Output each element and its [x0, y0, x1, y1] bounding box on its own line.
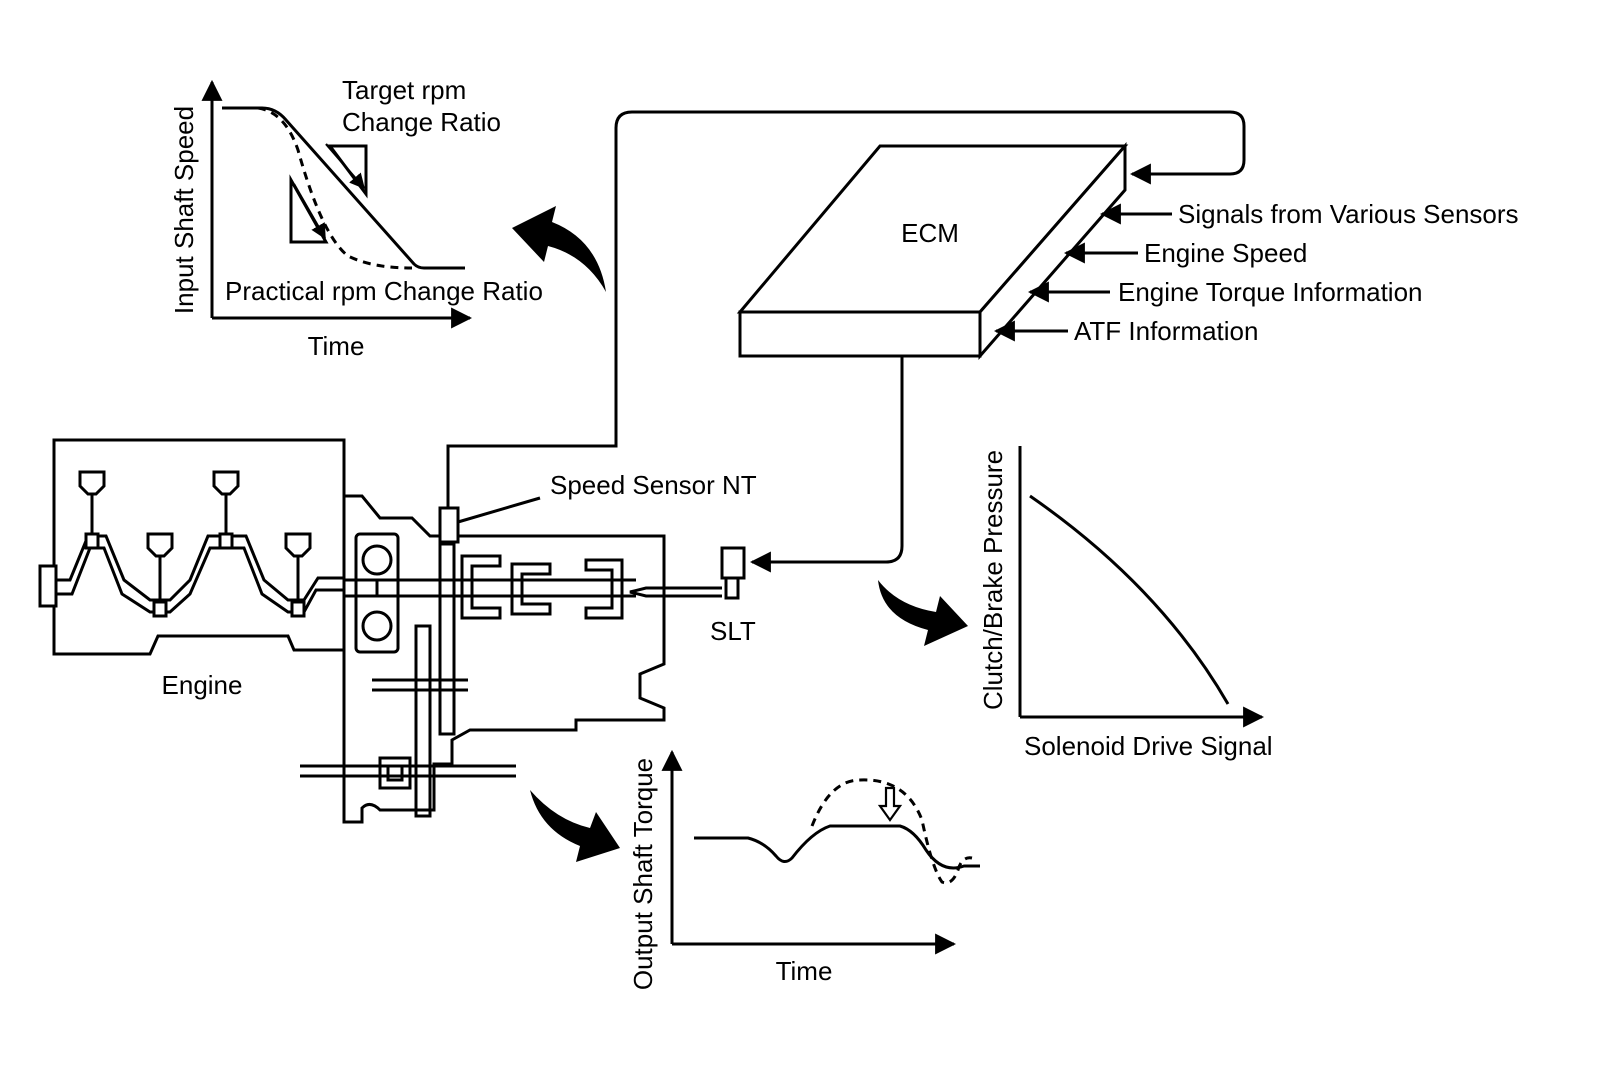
piston-4 — [284, 532, 312, 618]
ecm-label: ECM — [901, 218, 959, 248]
speed-sensor-nt — [438, 496, 541, 544]
practical-label: Practical rpm Change Ratio — [225, 276, 543, 306]
y-axis-label: Clutch/Brake Pressure — [978, 450, 1008, 710]
atf-label: ATF Information — [1074, 316, 1258, 346]
curved-arrow-to-input-graph — [512, 206, 606, 292]
differential — [378, 756, 412, 790]
piston-1 — [78, 470, 106, 550]
target-ratio-arrow — [325, 143, 366, 190]
practical-speed-curve — [257, 106, 413, 270]
ecm-input-signals: Signals from Various Sensors Engine Spee… — [993, 199, 1519, 346]
torque-reduction-arrow — [877, 786, 903, 822]
slt-solenoid — [629, 546, 746, 600]
x-axis-label: Time — [308, 331, 365, 361]
speed-sensor-label: Speed Sensor NT — [550, 470, 757, 500]
target-label-line1: Target rpm — [342, 75, 466, 105]
primary-gear — [438, 542, 456, 736]
practical-ratio-arrow — [293, 183, 326, 240]
ecm-side-face — [978, 142, 1127, 360]
pressure-curve — [1029, 494, 1230, 705]
transmission-case — [342, 494, 666, 824]
signals-sensors-label: Signals from Various Sensors — [1178, 199, 1519, 229]
torque-converter — [354, 532, 400, 654]
engine-torque-label: Engine Torque Information — [1118, 277, 1423, 307]
slt-label: SLT — [710, 616, 756, 646]
actual-torque-curve — [694, 824, 980, 870]
output-shaft-torque-graph: Output Shaft Torque Time — [628, 749, 980, 990]
piston-3 — [212, 470, 240, 550]
clutch-packs — [460, 554, 624, 620]
target-speed-curve — [222, 106, 465, 270]
speed-sensor-wire — [446, 110, 1246, 508]
x-axis-label: Time — [776, 956, 833, 986]
engine-label: Engine — [162, 670, 243, 700]
secondary-gear — [414, 624, 432, 818]
ecm-module: ECM — [736, 142, 1129, 360]
x-axis-label: Solenoid Drive Signal — [1024, 731, 1273, 761]
clutch-brake-pressure-graph: Clutch/Brake Pressure Solenoid Drive Sig… — [978, 446, 1273, 761]
engine-pulley — [38, 564, 58, 608]
target-label-line2: Change Ratio — [342, 107, 501, 137]
curved-arrow-to-torque-graph — [530, 790, 620, 862]
y-axis-label: Input Shaft Speed — [169, 106, 199, 314]
engine-speed-label: Engine Speed — [1144, 238, 1307, 268]
ecm-front-face — [738, 310, 982, 358]
engine: Engine — [38, 438, 346, 700]
curved-arrow-to-pressure-graph — [878, 580, 968, 646]
piston-2 — [146, 532, 174, 618]
y-axis-label: Output Shaft Torque — [628, 758, 658, 990]
ecm-to-slt-wire — [749, 356, 904, 573]
input-shaft-speed-graph: Input Shaft Speed Time Target rpm Change… — [169, 75, 543, 361]
transmission: Speed Sensor NT SLT — [300, 470, 757, 824]
uncontrolled-torque-curve — [810, 778, 973, 885]
